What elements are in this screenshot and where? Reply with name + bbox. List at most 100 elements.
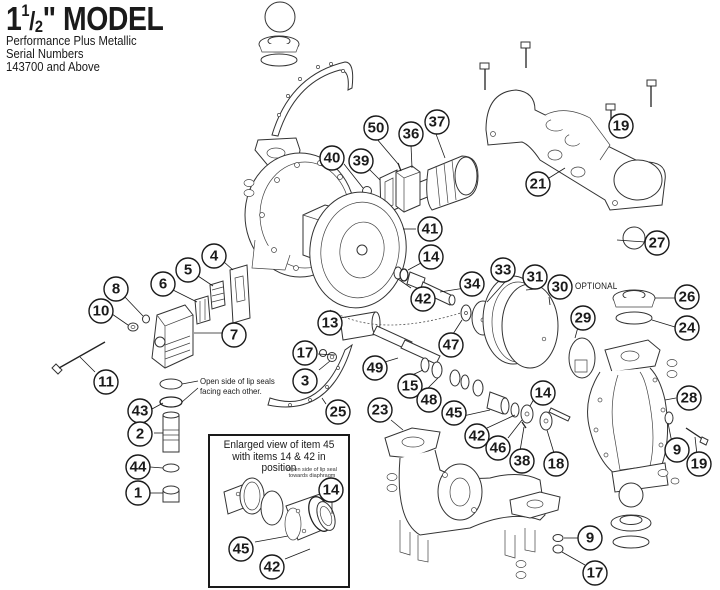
callout-circle <box>410 286 436 312</box>
bolt-top-2 <box>479 62 490 90</box>
callout-label: 7 <box>230 327 238 344</box>
subtitle-line: 143700 and Above <box>6 60 100 74</box>
inset-callout-label: 45 <box>233 541 250 558</box>
callout-46: 46 <box>485 435 511 461</box>
callout-31: 31 <box>522 264 548 290</box>
nuts-right <box>666 359 678 378</box>
callout-label: 36 <box>403 126 420 143</box>
lip-seal-42-shaft <box>510 402 520 418</box>
callout-17: 17 <box>292 340 318 366</box>
check-ball-right-lower <box>618 482 644 508</box>
callout-33: 33 <box>490 257 516 283</box>
callout-circle <box>418 244 444 270</box>
title-rest: " MODEL <box>42 0 164 37</box>
callout-label: 19 <box>613 118 630 135</box>
top-o-ring <box>260 53 298 67</box>
callout-label: 37 <box>429 114 446 131</box>
washer-8 <box>142 314 150 324</box>
callout-label: 2 <box>136 426 144 443</box>
callout-34: 34 <box>459 271 485 297</box>
ring-15 <box>420 357 430 373</box>
screw-38 <box>521 421 527 429</box>
callout-label: 10 <box>93 303 110 320</box>
callout-circle <box>547 274 573 300</box>
right-outer-chamber-28 <box>587 339 669 493</box>
small-nuts-left <box>243 179 255 197</box>
o-ring-44 <box>162 463 180 473</box>
callout-label: 15 <box>402 378 419 395</box>
callout-2: 2 <box>127 421 153 447</box>
callout-circle <box>103 276 129 302</box>
callout-47: 47 <box>438 332 464 358</box>
gasket-4 <box>229 264 251 324</box>
washer-3 <box>327 352 337 362</box>
optional-label: OPTIONAL <box>575 281 618 291</box>
top-valve-seat <box>258 35 300 53</box>
callout-label: 8 <box>112 281 120 298</box>
callout-13: 13 <box>317 310 343 336</box>
callout-circle <box>674 315 700 341</box>
callout-label: 33 <box>495 262 512 279</box>
bolt-top-1 <box>520 41 531 68</box>
callout-15: 15 <box>397 373 423 399</box>
callout-label: 39 <box>353 153 370 170</box>
callout-circle <box>577 525 603 551</box>
callout-29: 29 <box>570 305 596 331</box>
cap-5 <box>209 280 226 310</box>
spool-6 <box>194 295 211 325</box>
callout-circle <box>127 421 153 447</box>
nut-17-left <box>319 349 327 357</box>
callout-circle <box>201 243 227 269</box>
callout-19: 19 <box>686 451 712 477</box>
callout-label: 44 <box>130 459 147 476</box>
subtitle-line: Serial Numbers <box>6 47 84 61</box>
callout-label: 9 <box>673 442 681 459</box>
clamp-band-upper <box>271 61 354 137</box>
callout-circle <box>438 332 464 358</box>
callout-label: 4 <box>210 248 219 265</box>
callout-label: 43 <box>132 403 149 420</box>
callout-circle <box>464 423 490 449</box>
callout-40: 40 <box>319 145 345 171</box>
inset-title: Enlarged view of item 45 with items 14 &… <box>216 439 343 475</box>
bushing-13 <box>339 311 381 341</box>
callout-circle <box>125 454 151 480</box>
callout-circle <box>441 400 467 426</box>
callout-circle <box>676 385 702 411</box>
callout-circle <box>175 257 201 283</box>
callout-label: 14 <box>423 249 440 266</box>
callout-5: 5 <box>175 257 201 283</box>
title-whole: 1 <box>6 0 22 37</box>
callout-circle <box>644 230 670 256</box>
callout-label: 27 <box>649 235 666 252</box>
discharge-manifold-21 <box>485 89 666 211</box>
lip-seal-note: Open side of lip seals facing each other… <box>200 376 275 396</box>
callout-label: 40 <box>324 150 341 167</box>
callout-circle <box>530 380 556 406</box>
callout-27: 27 <box>644 230 670 256</box>
callout-1: 1 <box>125 480 151 506</box>
callout-circle <box>88 298 114 324</box>
washer-47 <box>460 304 472 322</box>
o-ring-right-lower <box>612 535 650 549</box>
top-check-ball <box>264 1 296 33</box>
washer-46 <box>520 404 534 424</box>
callout-label: 17 <box>587 565 604 582</box>
callout-circle <box>686 451 712 477</box>
pilot-valve-36 <box>395 165 421 213</box>
callout-label: 9 <box>586 530 594 547</box>
callout-14: 14 <box>530 380 556 406</box>
nuts-bottom-center <box>515 560 527 579</box>
callout-circle <box>664 437 690 463</box>
callout-circle <box>292 368 318 394</box>
callout-42: 42 <box>410 286 436 312</box>
callout-label: 26 <box>679 289 696 306</box>
inset-title-line: with items 14 & 42 in position <box>232 450 326 474</box>
callout-label: 30 <box>552 279 569 296</box>
callout-25: 25 <box>325 399 351 425</box>
callout-label: 24 <box>679 320 696 337</box>
callout-circle <box>93 369 119 395</box>
callout-label: 46 <box>490 440 507 457</box>
callout-circle <box>367 397 393 423</box>
